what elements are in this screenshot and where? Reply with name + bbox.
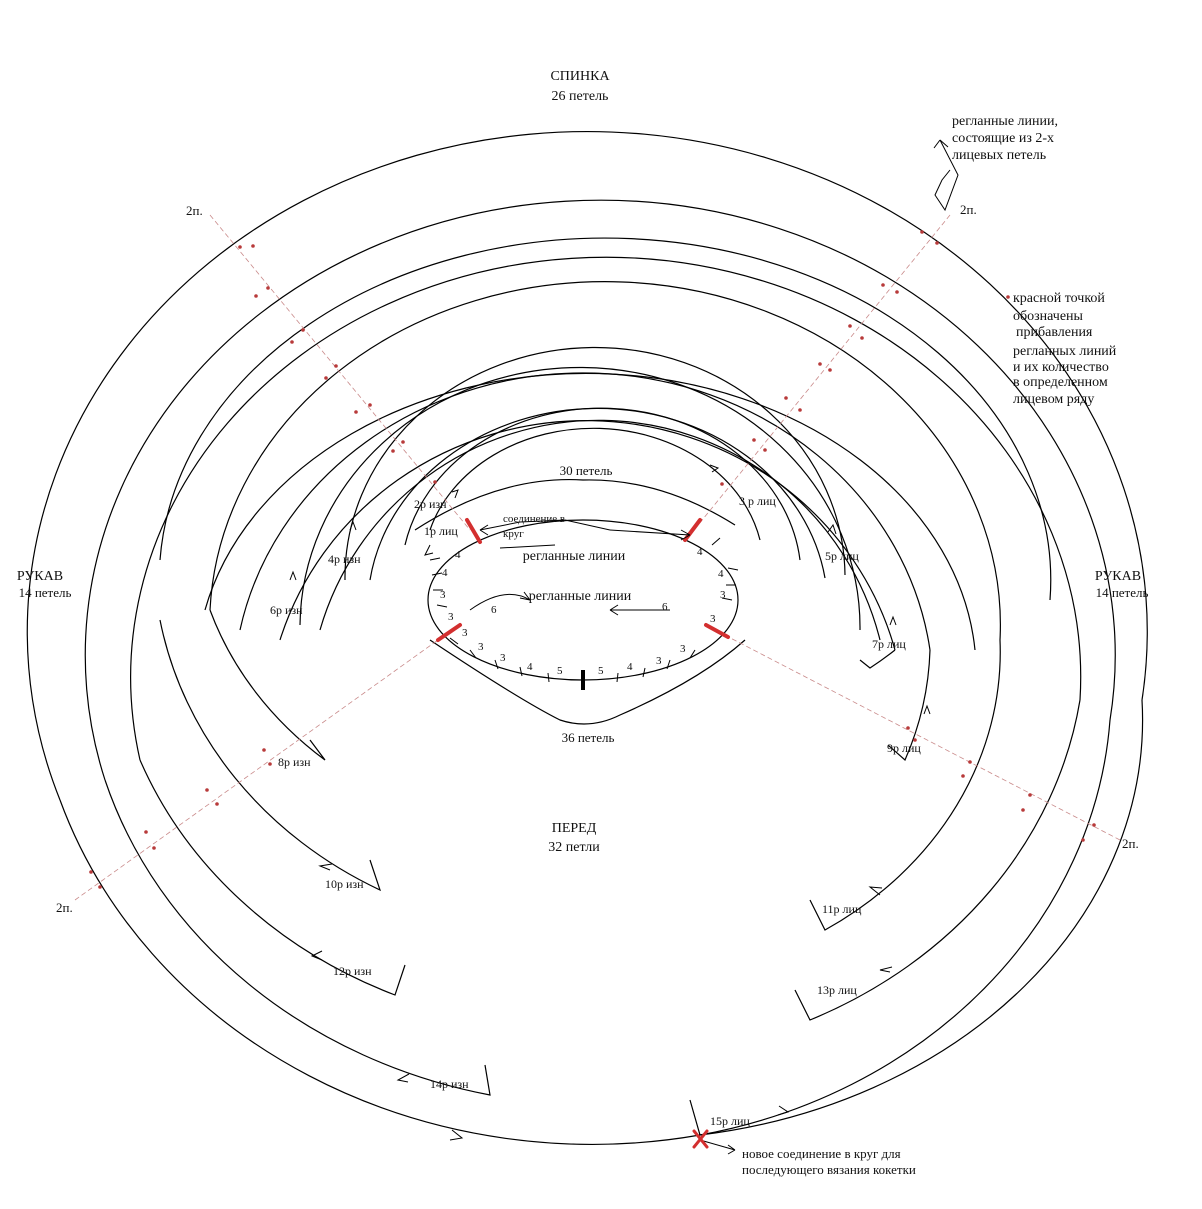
raglan-stitch-label: 2п. xyxy=(1122,836,1139,851)
left-sleeve-title: РУКАВ xyxy=(17,569,63,584)
right-sleeve-title: РУКАВ xyxy=(1095,569,1141,584)
svg-text:5: 5 xyxy=(598,665,604,677)
note-raglan-lines: регланные линии, состоящие из 2-х лицевы… xyxy=(952,114,1058,163)
svg-text:4: 4 xyxy=(527,661,533,673)
svg-text:красной точкой: красной точкой xyxy=(1013,291,1105,306)
svg-text:3: 3 xyxy=(440,589,446,601)
inner-bottom-count: 36 петель xyxy=(562,730,615,745)
inner-top-count: 30 петель xyxy=(560,463,613,478)
lower-arcs xyxy=(59,609,1144,1145)
left-sleeve-count: 14 петель xyxy=(19,585,72,600)
row-label: 6р изн xyxy=(270,603,303,617)
svg-text:состоящие из 2-х: состоящие из 2-х xyxy=(952,131,1054,146)
row-label: 4р изн xyxy=(328,552,361,566)
join-label-1: соединение в xyxy=(503,513,565,525)
svg-text:лицевом ряду: лицевом ряду xyxy=(1013,392,1094,407)
svg-text:6: 6 xyxy=(662,601,668,613)
svg-text:в определенном: в определенном xyxy=(1013,375,1108,390)
svg-text:и их количество: и их количество xyxy=(1013,360,1109,375)
row-label: 2р изн xyxy=(414,497,447,511)
svg-text:3: 3 xyxy=(462,627,468,639)
svg-text:обозначены: обозначены xyxy=(1013,309,1084,324)
svg-text:лицевых петель: лицевых петель xyxy=(952,148,1046,163)
svg-text:последующего вязания кокетки: последующего вязания кокетки xyxy=(742,1162,916,1177)
row-label: 3 р лиц xyxy=(739,494,776,508)
svg-text:регланные линии,: регланные линии, xyxy=(952,114,1058,129)
svg-text:4: 4 xyxy=(455,549,461,561)
svg-text:4: 4 xyxy=(442,567,448,579)
raglan-stitch-label: 2п. xyxy=(186,203,203,218)
row-label: 15р лиц xyxy=(710,1114,750,1128)
oval-ticks xyxy=(429,537,739,690)
svg-text:3: 3 xyxy=(720,589,726,601)
concentric-arcs xyxy=(26,131,1148,801)
row-label: 12р изн xyxy=(333,964,372,978)
svg-text:3: 3 xyxy=(680,643,686,655)
row-label: 13р лиц xyxy=(817,983,857,997)
svg-text:4: 4 xyxy=(697,546,703,558)
note-red-dots: красной точкой обозначены прибавления ре… xyxy=(1013,291,1117,407)
row-label: 11р лиц xyxy=(822,902,862,916)
row-label: 8р изн xyxy=(278,755,311,769)
row-labels: 1р лиц 2р изн 3 р лиц 4р изн 5р лиц 6р и… xyxy=(270,494,921,1128)
raglan-guides xyxy=(74,214,1121,901)
svg-text:6: 6 xyxy=(491,604,497,616)
back-title: СПИНКА xyxy=(550,69,610,84)
svg-text:регланных линий: регланных линий xyxy=(1013,344,1117,359)
cross-icon xyxy=(692,1129,709,1149)
join-label-2: круг xyxy=(503,528,524,540)
front-title: ПЕРЕД xyxy=(552,821,597,836)
row-label: 7р лиц xyxy=(872,637,906,651)
svg-text:3: 3 xyxy=(656,655,662,667)
svg-text:5: 5 xyxy=(557,665,563,677)
raglan-label-bottom: регланные линии xyxy=(529,589,632,604)
svg-text:новое соединение в круг для: новое соединение в круг для xyxy=(742,1146,901,1161)
row-label: 1р лиц xyxy=(424,524,458,538)
svg-text:прибавления: прибавления xyxy=(1016,325,1093,340)
arrow-icon xyxy=(289,139,959,1155)
note-new-join: новое соединение в круг для последующего… xyxy=(742,1146,916,1177)
svg-text:3: 3 xyxy=(448,611,454,623)
increase-dots xyxy=(89,230,1096,889)
svg-text:4: 4 xyxy=(627,661,633,673)
svg-text:4: 4 xyxy=(718,568,724,580)
right-sleeve-count: 14 петель xyxy=(1096,585,1149,600)
svg-text:3: 3 xyxy=(500,652,506,664)
row-label: 14р изн xyxy=(430,1077,469,1091)
row-label: 5р лиц xyxy=(825,549,859,563)
inner-stitch-numbers: 4 4 3 3 3 3 3 4 5 5 4 3 3 3 3 4 4 6 6 xyxy=(440,546,726,677)
back-count: 26 петель xyxy=(552,89,609,104)
row-label: 9р лиц xyxy=(887,741,921,755)
svg-text:3: 3 xyxy=(478,641,484,653)
svg-text:3: 3 xyxy=(710,613,716,625)
row-label: 10р изн xyxy=(325,877,364,891)
raglan-label-top: регланные линии xyxy=(523,549,626,564)
front-count: 32 петли xyxy=(548,840,600,855)
raglan-stitch-label: 2п. xyxy=(56,900,73,915)
raglan-stitch-label: 2п. xyxy=(960,202,977,217)
